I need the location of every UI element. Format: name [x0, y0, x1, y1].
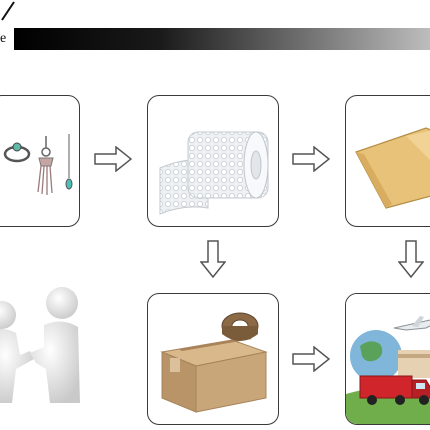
arrow-right-icon: [292, 146, 330, 172]
arrow-down-icon: [398, 240, 424, 278]
step-padded-envelope: [345, 95, 430, 227]
bubble-wrap-roll-icon: [159, 131, 269, 215]
truck-plane-globe-icon: [346, 294, 430, 424]
handshake-figures-icon: [0, 287, 80, 403]
jewelry-illustration-icon: [3, 134, 73, 195]
step-bubble-wrap: [147, 95, 279, 227]
arrow-down-icon: [200, 240, 226, 278]
taped-cardboard-box-icon: [160, 312, 268, 413]
header-label: e: [0, 31, 7, 46]
arrow-right-icon: [94, 146, 132, 172]
slash-mark-icon: [1, 1, 15, 21]
arrow-right-icon: [292, 346, 330, 372]
step-global-shipping: [345, 293, 430, 425]
step-carton-box: [147, 293, 279, 425]
kraft-bubble-mailer-icon: [355, 127, 430, 209]
step-jewelry: [0, 95, 80, 227]
header-bar: [14, 28, 430, 50]
